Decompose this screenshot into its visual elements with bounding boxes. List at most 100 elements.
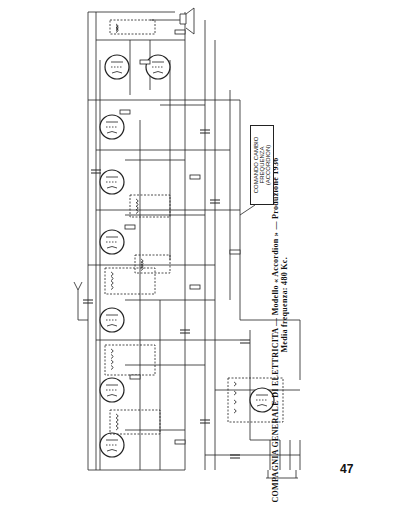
tube-plate [106,122,118,123]
speaker-symbol [180,8,194,34]
wire [205,455,300,456]
page-number: 47 [340,462,353,476]
coil-winding [111,349,113,353]
coil-winding [111,272,113,276]
tube-plate [152,62,164,63]
wire [96,12,97,470]
coil-winding [141,267,143,271]
wire [88,470,185,471]
tube-plate [106,315,118,316]
wire [230,90,231,300]
tube-symbol [250,388,274,412]
tube-symbol [100,308,124,332]
tube-grid [106,242,118,243]
wire [215,40,216,470]
coil-winding [116,418,118,422]
coil-can [105,345,155,375]
coil-can [135,255,170,273]
wire [88,12,89,470]
tube-plate [256,395,268,396]
tube-symbol [100,433,124,457]
wire [160,300,161,470]
coil-winding [111,366,113,370]
capacitor-symbol [200,130,210,133]
coil-winding [116,414,118,418]
tube-grid [106,320,118,321]
capacitor-symbol [210,200,220,203]
wire [130,40,131,95]
tube-symbol [105,55,129,79]
wire [96,210,240,211]
tube-cathode [107,450,117,452]
resistor-symbol [120,110,130,114]
coil-winding [234,409,236,413]
coil-winding [116,422,118,426]
resistor-symbol [140,60,150,64]
tube-plate [111,62,123,63]
wire [100,60,101,470]
tube-cathode [112,72,122,74]
tube-grid [106,445,118,446]
tube-grid [106,127,118,128]
coil-winding [234,400,236,404]
coil-winding [136,210,138,214]
antenna-symbol [74,282,88,320]
tube-plate [106,237,118,238]
coil-winding [116,426,118,430]
tube-symbol [100,230,124,254]
tube-cathode [257,405,267,407]
wire [88,265,215,266]
coil-winding [111,281,113,285]
caption: Media frequenza: 480 Kc. [280,158,289,503]
wire [125,160,185,161]
tube-grid [106,390,118,391]
wire [88,12,175,13]
wire [240,100,241,320]
coil-can [110,20,155,34]
wire [270,440,271,470]
coil-can [110,410,160,434]
tube-cathode [153,72,163,74]
wire [125,300,215,301]
resistor-symbol [175,440,185,444]
capacitor-symbol [83,300,93,303]
coil-winding [111,277,113,281]
wire [140,120,141,470]
wire [300,440,301,470]
label-box: COMANDO CAMBIO FREQUENZA (ACCORDION) [250,125,274,205]
capacitor-symbol [230,455,240,458]
wire [160,105,205,106]
resistor-symbol [125,225,135,229]
coil-winding [111,286,113,290]
tube-symbol [100,170,124,194]
wire [300,320,301,380]
tube-cathode [107,247,117,249]
coil-can [130,195,170,217]
tube-cathode [107,325,117,327]
coil-winding [234,391,236,395]
capacitor-symbol [240,340,250,343]
resistor-symbol [130,375,140,379]
tube-symbol [100,378,124,402]
title-block: COMPAGNIA GENERALE DI ELETTRICITA — Mode… [271,158,289,503]
tube-plate [106,440,118,441]
tube-plate [106,385,118,386]
capacitor-symbol [180,330,190,333]
tube-grid [256,400,268,401]
tube-cathode [107,395,117,397]
wire [205,20,206,470]
capacitor-symbol [91,170,101,173]
wire [170,60,171,260]
leader-line [240,205,255,215]
wire [88,100,240,101]
wire [125,215,205,216]
resistor-symbol [190,175,200,179]
tube-symbol [146,55,170,79]
wiring [74,8,300,478]
wire [125,430,185,431]
wire [96,40,185,41]
tube-cathode [107,187,117,189]
coil-winding [111,355,113,359]
box-text: COMANDO CAMBIO FREQUENZA (ACCORDION) [253,130,271,200]
coil-winding [116,29,118,33]
